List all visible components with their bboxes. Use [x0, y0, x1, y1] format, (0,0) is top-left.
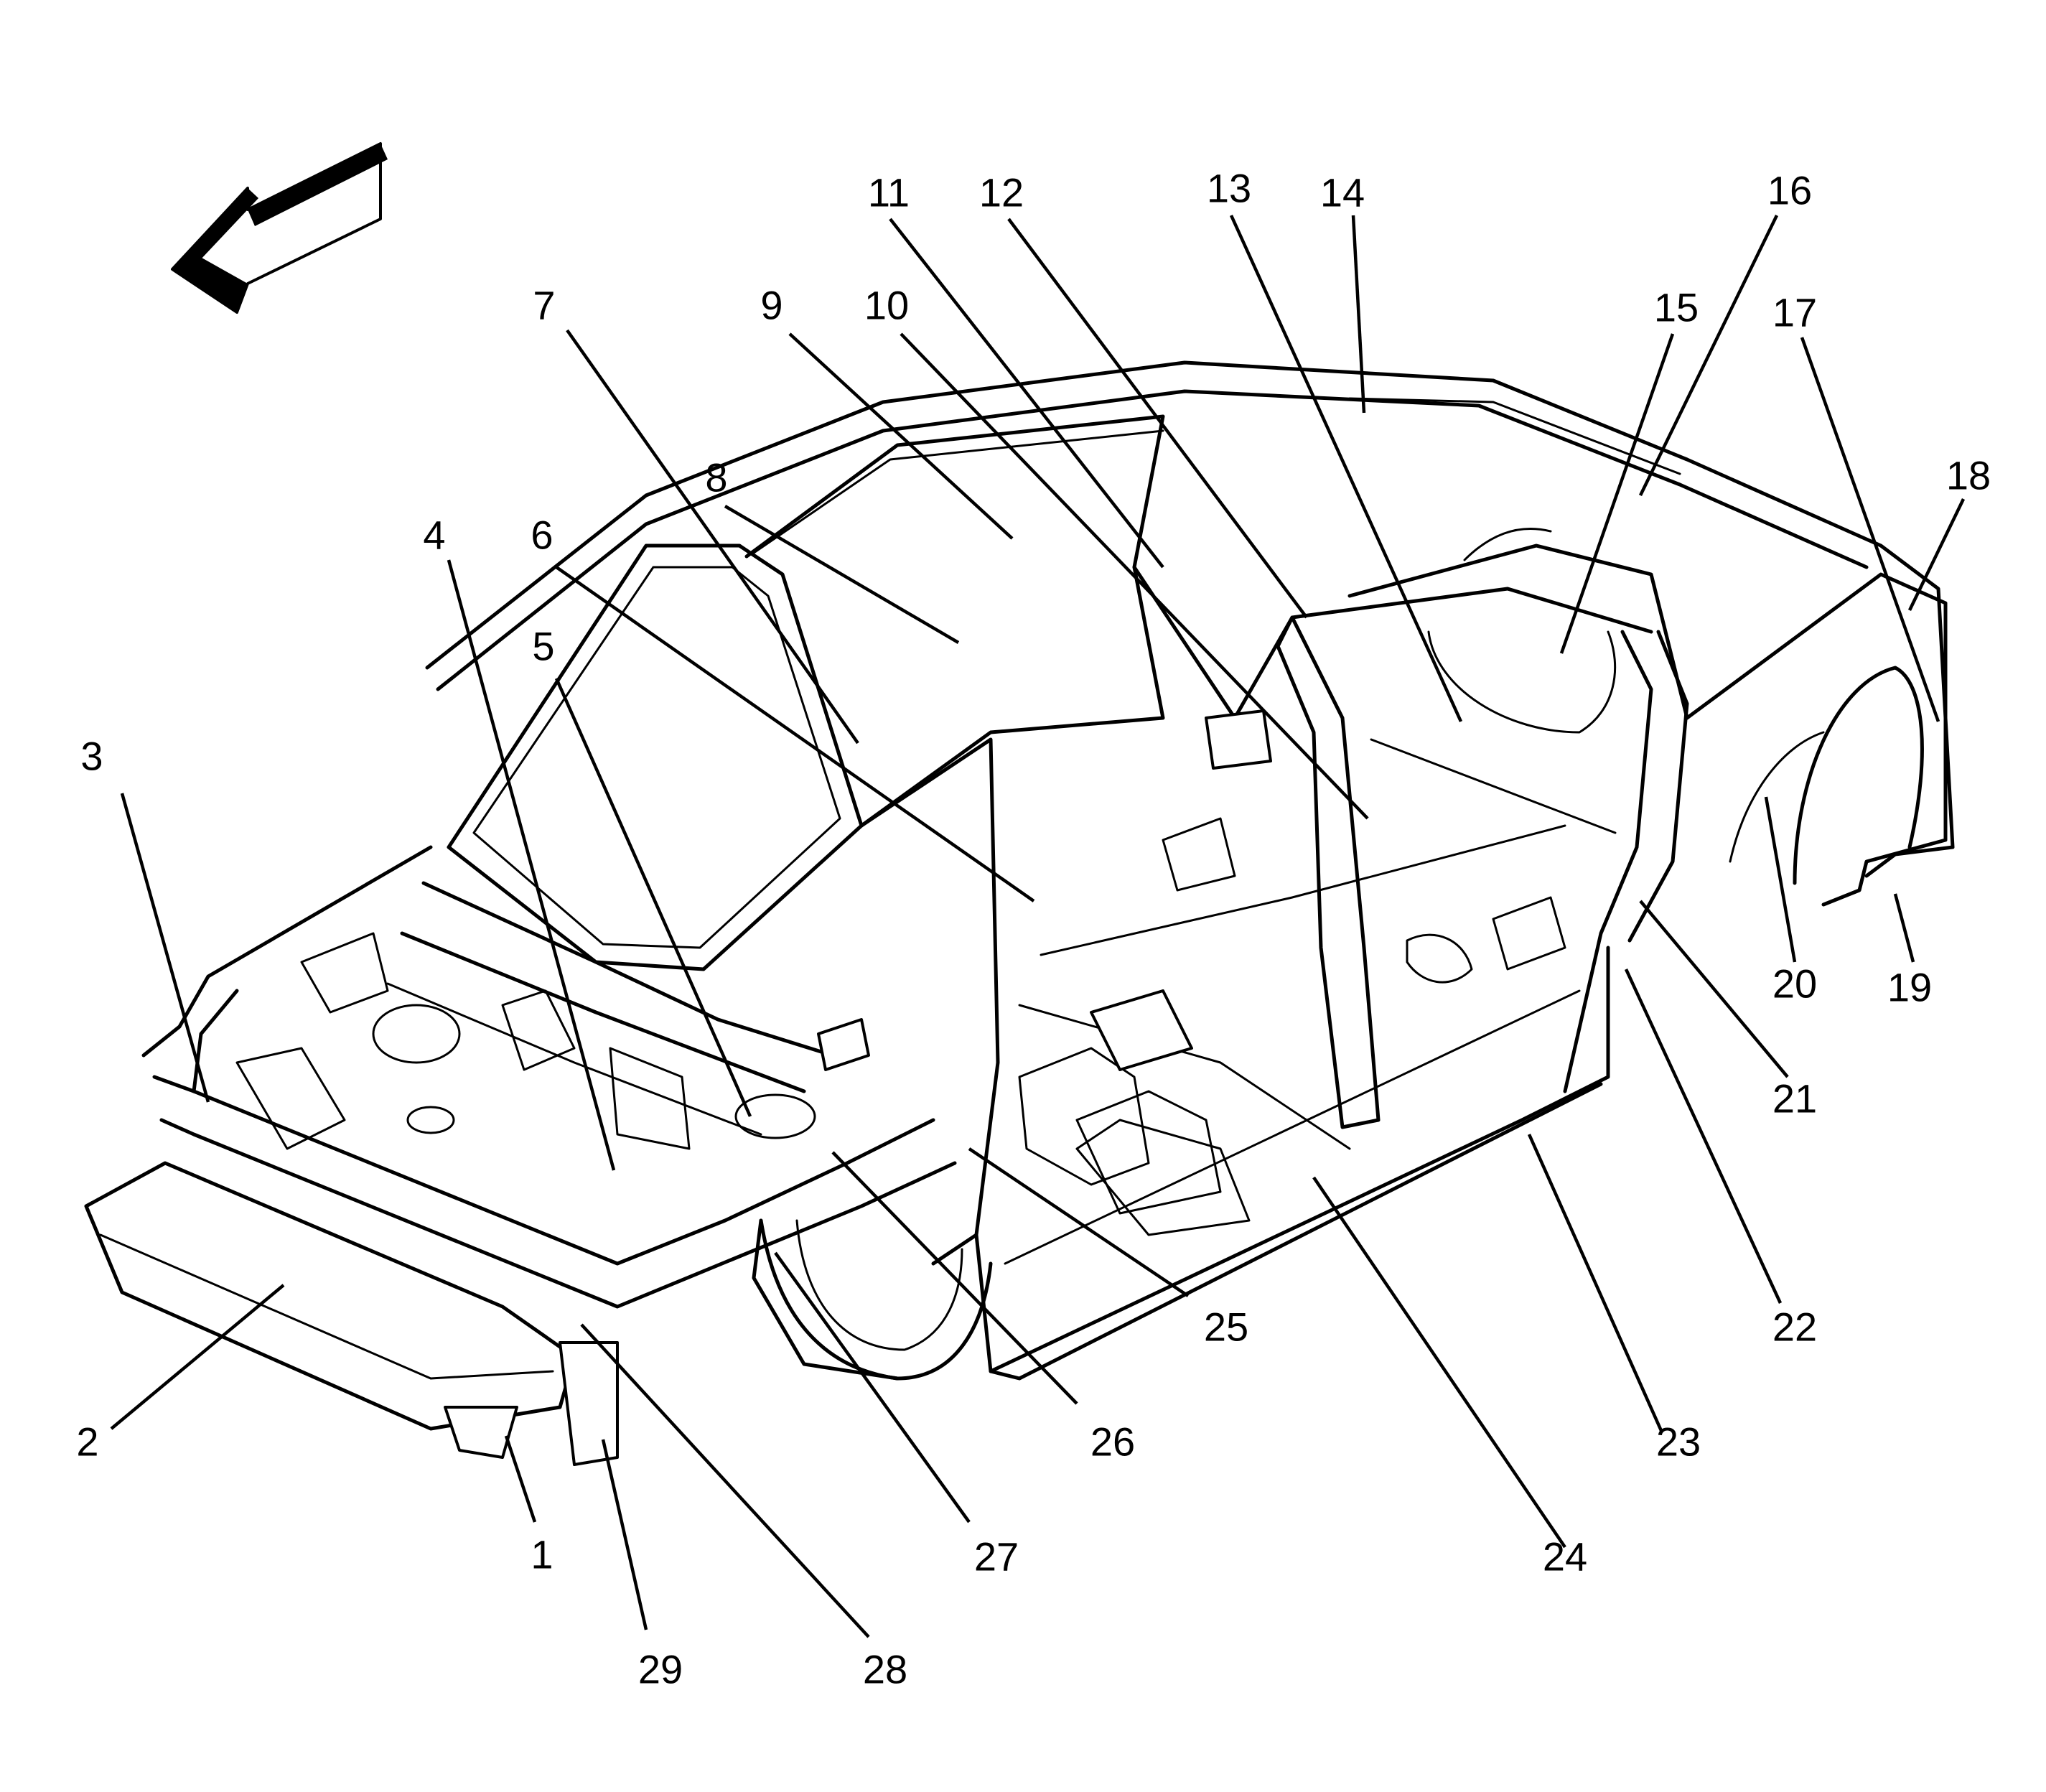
callout-22: 22: [1772, 1305, 1817, 1350]
callout-9: 9: [760, 283, 783, 328]
callout-6: 6: [531, 513, 553, 558]
callout-13: 13: [1207, 166, 1251, 211]
callout-23: 23: [1656, 1419, 1701, 1465]
callout-24: 24: [1543, 1534, 1587, 1579]
callout-leaders: [110, 215, 1966, 1638]
callout-16: 16: [1767, 168, 1812, 213]
callout-14: 14: [1320, 170, 1365, 215]
callout-29: 29: [638, 1647, 683, 1692]
callout-25: 25: [1204, 1305, 1248, 1350]
callout-1: 1: [531, 1532, 553, 1577]
callout-10: 10: [864, 283, 909, 328]
callout-5: 5: [532, 624, 554, 669]
callout-21: 21: [1772, 1076, 1817, 1121]
callout-4: 4: [423, 513, 445, 558]
vehicle-body-outline: [84, 360, 1955, 1466]
callout-18: 18: [1946, 453, 1991, 498]
callout-8: 8: [705, 455, 727, 500]
callout-15: 15: [1654, 285, 1699, 330]
callout-12: 12: [979, 170, 1024, 215]
callout-26: 26: [1090, 1419, 1135, 1465]
callout-7: 7: [533, 283, 555, 328]
callout-3: 3: [80, 734, 103, 779]
callout-2: 2: [76, 1419, 98, 1465]
callout-27: 27: [974, 1534, 1019, 1579]
callout-19: 19: [1887, 965, 1932, 1010]
callout-17: 17: [1772, 290, 1817, 335]
callout-labels: 1 2 3 4 5 6 7 8 9 10 11 12 13 14 15 16 1…: [76, 166, 1991, 1692]
forward-direction-arrow-icon: [171, 142, 388, 314]
callout-11: 11: [868, 170, 910, 215]
callout-28: 28: [863, 1647, 907, 1692]
callout-20: 20: [1772, 961, 1817, 1007]
